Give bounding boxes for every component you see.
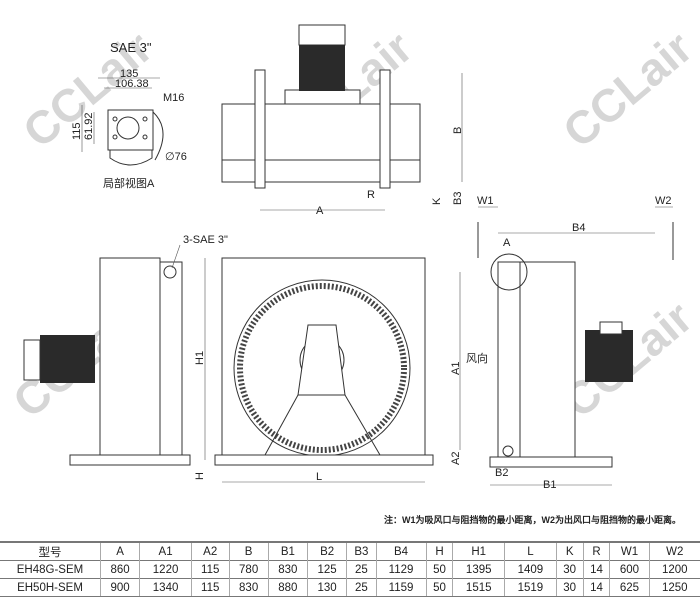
svg-text:H: H — [194, 472, 206, 480]
cell: 1409 — [504, 560, 557, 579]
header-cell: 型号 — [0, 541, 101, 561]
svg-text:CCLair: CCLair — [553, 21, 700, 158]
svg-text:W1: W1 — [477, 195, 494, 207]
cell: 1129 — [375, 560, 427, 579]
svg-text:B2: B2 — [495, 467, 508, 479]
cell: 900 — [99, 578, 140, 597]
svg-text:A: A — [503, 237, 511, 249]
header-cell: W1 — [609, 541, 650, 561]
svg-text:∅76: ∅76 — [165, 151, 187, 163]
svg-text:W2: W2 — [655, 195, 672, 207]
svg-text:B: B — [452, 127, 464, 134]
header-cell: B4 — [375, 541, 427, 561]
svg-text:H1: H1 — [194, 351, 206, 365]
cell: 115 — [190, 560, 230, 579]
svg-text:R: R — [367, 189, 375, 201]
header-cell: B — [228, 541, 269, 561]
cell: 115 — [190, 578, 230, 597]
detail-title: SAE 3" — [110, 40, 152, 55]
cell: EH50H-SEM — [0, 578, 101, 597]
cell: 1519 — [504, 578, 557, 597]
cell: 25 — [346, 578, 377, 597]
cell: 50 — [425, 578, 453, 597]
detail-caption: 局部视图A — [103, 176, 155, 190]
header-cell: R — [582, 541, 610, 561]
cell: 625 — [609, 578, 650, 597]
cell: 860 — [99, 560, 140, 579]
svg-text:M16: M16 — [163, 92, 184, 104]
svg-text:A2: A2 — [450, 452, 462, 465]
header-cell: B3 — [346, 541, 377, 561]
cell: 30 — [555, 578, 584, 597]
svg-text:115: 115 — [71, 122, 83, 140]
svg-text:135: 135 — [120, 68, 138, 80]
cell: 50 — [425, 560, 453, 579]
svg-text:A1: A1 — [450, 362, 462, 375]
header-cell: L — [504, 541, 557, 561]
header-cell: A1 — [139, 541, 192, 561]
right-side-view: W1 W2 B4 A A1 A2 风向 B1 B2 — [450, 195, 674, 491]
cell: 1515 — [452, 578, 505, 597]
cell: 780 — [228, 560, 269, 579]
cell: 1200 — [648, 560, 700, 579]
table-row: EH50H-SEM 900 1340 115 830 880 130 25 11… — [0, 578, 700, 597]
cell: 1220 — [139, 560, 192, 579]
svg-text:A: A — [316, 205, 324, 217]
cell: 600 — [609, 560, 650, 579]
header-cell: A — [99, 541, 140, 561]
header-cell: H — [425, 541, 453, 561]
cell: 880 — [267, 578, 308, 597]
header-cell: B1 — [267, 541, 308, 561]
cell: 830 — [228, 578, 269, 597]
left-side-view: 3-SAE 3" — [23, 234, 228, 466]
header-cell: B2 — [306, 541, 347, 561]
header-cell: H1 — [452, 541, 505, 561]
cell: 130 — [306, 578, 347, 597]
svg-text:K: K — [431, 197, 443, 205]
svg-text:B1: B1 — [543, 479, 556, 491]
cell: 1340 — [139, 578, 192, 597]
top-view: A B R K B3 — [221, 24, 464, 217]
spec-table: 型号 A A1 A2 B B1 B2 B3 B4 H H1 L K R W1 W… — [0, 541, 700, 597]
technical-drawing: CCLair CCLair CCLair CCLair CCLair CCLai… — [3, 21, 700, 491]
svg-text:106.38: 106.38 — [115, 78, 149, 90]
svg-text:61.92: 61.92 — [83, 112, 95, 140]
table-header-row: 型号 A A1 A2 B B1 B2 B3 B4 H H1 L K R W1 W… — [0, 541, 700, 561]
cell: 14 — [582, 578, 610, 597]
cell: 30 — [555, 560, 584, 579]
header-cell: K — [555, 541, 584, 561]
cell: 1159 — [375, 578, 427, 597]
svg-text:风向: 风向 — [466, 351, 488, 365]
cell: 14 — [582, 560, 610, 579]
svg-text:B3: B3 — [452, 192, 464, 205]
cell: 1250 — [648, 578, 700, 597]
cell: 1395 — [452, 560, 505, 579]
svg-text:L: L — [316, 471, 322, 483]
detail-view-a: SAE 3" 135 106.38 M16 115 61.92 ∅76 局部视图… — [71, 40, 187, 190]
front-view: H1 H L — [194, 257, 434, 483]
svg-text:B4: B4 — [572, 222, 585, 234]
cell: EH48G-SEM — [0, 560, 101, 579]
cell: 125 — [306, 560, 347, 579]
svg-text:3-SAE 3": 3-SAE 3" — [183, 234, 228, 246]
header-cell: A2 — [190, 541, 230, 561]
cell: 25 — [346, 560, 377, 579]
header-cell: W2 — [648, 541, 700, 561]
note: 注：W1为吸风口与阻挡物的最小距离，W2为出风口与阻挡物的最小距离。 — [384, 515, 682, 525]
cell: 830 — [267, 560, 308, 579]
table-row: EH48G-SEM 860 1220 115 780 830 125 25 11… — [0, 560, 700, 579]
